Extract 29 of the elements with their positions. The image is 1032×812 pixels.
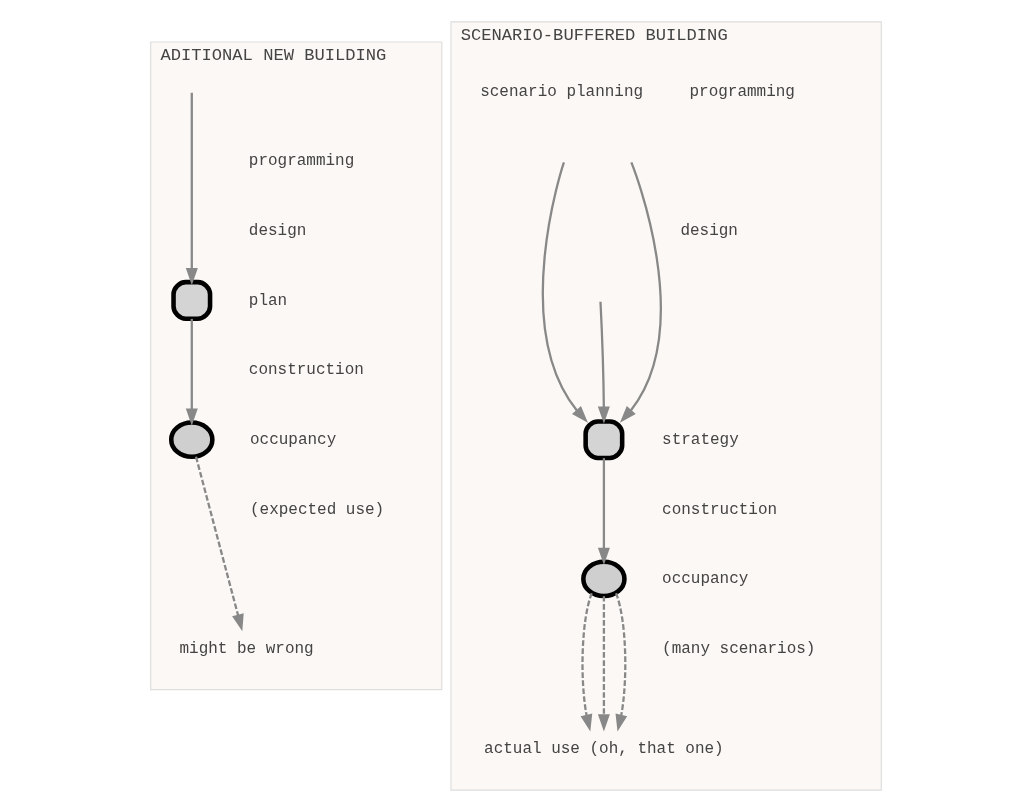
node-circle — [581, 559, 627, 599]
label: design — [680, 221, 738, 240]
arrow — [615, 592, 628, 732]
node-text: actual use (oh, that one) — [484, 740, 724, 759]
arrow — [619, 162, 662, 423]
label: construction — [662, 500, 778, 519]
label: programming — [689, 82, 795, 101]
arrow — [597, 301, 610, 424]
node-label: (expected use) — [250, 500, 385, 519]
arrow — [597, 596, 610, 732]
node-text: might be wrong — [179, 639, 314, 658]
node-box — [171, 279, 213, 321]
label: design — [248, 221, 307, 240]
arrow — [185, 318, 198, 426]
node-box — [583, 419, 625, 461]
node-label: plan — [248, 291, 288, 310]
node-circle — [168, 420, 215, 460]
label: construction — [248, 361, 364, 380]
node-label: occupancy — [250, 430, 337, 449]
node-label: strategy — [662, 430, 739, 449]
label: programming — [248, 152, 355, 171]
node-label: occupancy — [662, 570, 749, 589]
arrow — [597, 458, 610, 565]
arrow — [185, 92, 198, 286]
label: scenario planning — [480, 82, 644, 101]
arrow — [541, 162, 588, 423]
arrow — [194, 456, 244, 632]
arrow — [580, 592, 593, 732]
node-label: (many scenarios) — [662, 639, 816, 658]
